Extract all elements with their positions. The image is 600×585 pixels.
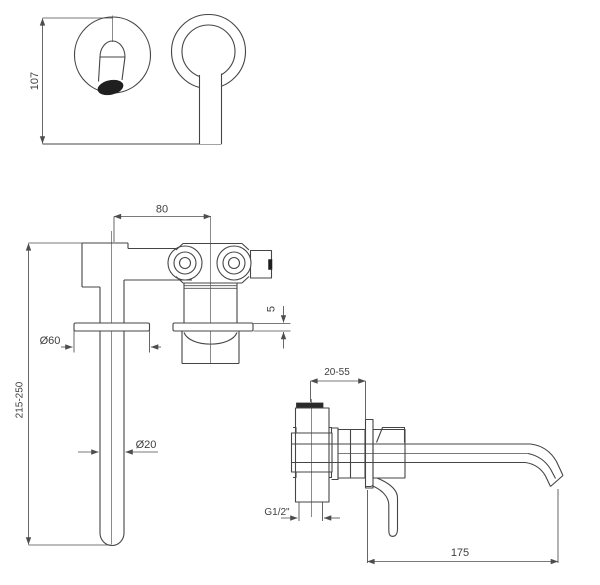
dim-spout-diameter: Ø20 xyxy=(136,439,157,451)
dim-center-distance: 80 xyxy=(156,204,168,216)
wall-flange xyxy=(73,322,151,332)
front-view: 107 xyxy=(29,13,247,145)
valve-knob-left-mid xyxy=(173,251,197,275)
ext-lines-thread xyxy=(298,502,323,521)
dim-front-height: 107 xyxy=(29,72,41,90)
valve-body-band xyxy=(290,432,333,473)
lever-mask xyxy=(200,74,221,144)
valve-knob-left-inner xyxy=(178,256,192,270)
ext-lines-reach xyxy=(367,489,559,563)
valve-port-screw xyxy=(268,259,273,270)
dim-thread-size: G1/2" xyxy=(264,507,290,518)
handle-lever xyxy=(198,73,223,144)
dim-spout-length: 215-250 xyxy=(15,381,26,418)
valve-thread-lines xyxy=(184,285,237,289)
valve-body-connectors xyxy=(175,242,250,284)
valve-body-notches xyxy=(293,426,333,479)
valve-housing xyxy=(181,331,240,365)
ref-lines-plate-thickness xyxy=(253,323,291,332)
spout-outlet xyxy=(97,79,124,96)
spout-front-arc xyxy=(99,40,126,58)
lever-side xyxy=(366,477,399,537)
dim-plate-thickness: 5 xyxy=(266,306,278,312)
spout-body-side xyxy=(372,428,406,479)
valve-knob-left xyxy=(167,245,203,281)
valve-knob-right-inner xyxy=(227,256,241,270)
ext-lines-spout-length xyxy=(28,242,112,546)
plan-view: 80 5 Ø60 xyxy=(15,204,291,547)
side-view: 20-55 G1/2" 175 xyxy=(264,367,564,565)
dim-install-depth: 20-55 xyxy=(324,367,350,378)
valve-neck xyxy=(183,283,238,323)
handle-wedge xyxy=(375,426,406,443)
handle-ring-inner xyxy=(181,24,236,79)
spout-tube xyxy=(99,331,125,533)
spout-tube-cap xyxy=(99,532,125,547)
ext-lines-install-depth xyxy=(310,381,366,419)
valve-body-side xyxy=(294,407,330,503)
valve-knob-right-mid xyxy=(222,251,246,275)
ext-lines-flange xyxy=(73,330,150,353)
valve-top-cap xyxy=(296,402,324,409)
spout-elbow xyxy=(81,242,192,323)
valve-knob-right xyxy=(216,245,252,281)
valve-dome-arc xyxy=(183,332,238,345)
dim-escutcheon-diameter: Ø60 xyxy=(40,335,61,347)
valve-flange xyxy=(172,322,254,332)
dim-spout-reach: 175 xyxy=(451,547,469,559)
waterway-lines xyxy=(291,443,531,464)
spout-bend xyxy=(525,443,564,487)
spout-front-body xyxy=(97,56,126,82)
